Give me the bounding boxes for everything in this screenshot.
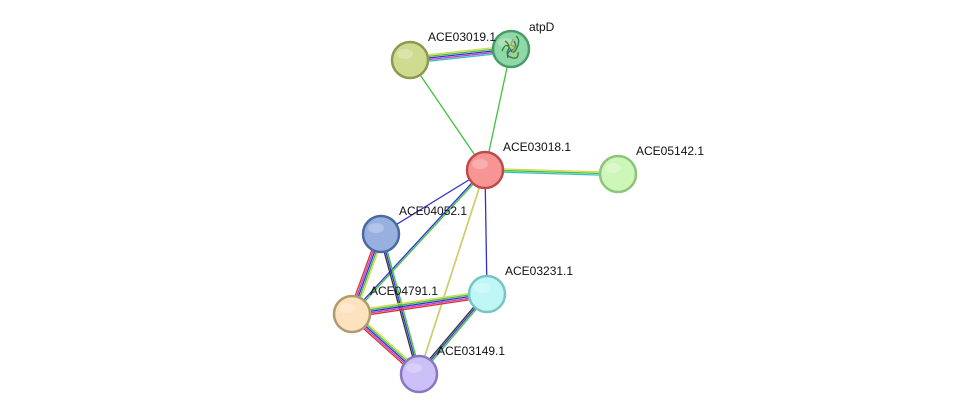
node-label: ACE05142.1: [636, 144, 704, 158]
edge-line: [380, 169, 486, 235]
node-circle[interactable]: [361, 214, 401, 254]
edge-line: [485, 167, 619, 174]
edge-ace03018-1-ace03149-1: [418, 169, 486, 375]
edge-ace03018-1-ace04052-1: [380, 169, 486, 235]
node-circle[interactable]: [332, 294, 372, 334]
edge-ace03018-1-ace05142-1: [484, 167, 619, 177]
node-highlight: [397, 49, 413, 59]
edge-ace03018-1-ace04791-1: [350, 169, 487, 315]
node-ace05142-1[interactable]: ACE05142.1: [598, 144, 704, 194]
node-label: ACE03231.1: [505, 264, 573, 278]
node-ace04791-1[interactable]: ACE04791.1: [332, 284, 438, 334]
edge-line: [484, 169, 488, 295]
node-label: ACE03018.1: [503, 140, 571, 154]
edge-line: [484, 169, 619, 175]
protein-structure-icon: [501, 35, 520, 59]
node-highlight: [474, 283, 490, 293]
node-circle[interactable]: [598, 154, 638, 194]
node-highlight: [498, 38, 514, 48]
node-circle[interactable]: [399, 354, 439, 394]
edge-line: [351, 290, 487, 312]
node-ace03019-1[interactable]: ACE03019.1: [390, 30, 496, 80]
node-ace03018-1[interactable]: ACE03018.1: [465, 140, 571, 190]
node-ace03231-1[interactable]: ACE03231.1: [467, 264, 573, 314]
node-label: ACE04052.1: [399, 204, 467, 218]
edge-ace04791-1-ace03231-1: [351, 290, 488, 318]
edge-line: [352, 170, 487, 315]
node-ace04052-1[interactable]: ACE04052.1: [361, 204, 467, 254]
node-highlight: [339, 303, 355, 313]
node-label: ACE03149.1: [437, 344, 505, 358]
structure-strand: [506, 40, 517, 59]
node-label: ACE03019.1: [428, 30, 496, 44]
edge-line: [351, 293, 488, 315]
edge-line: [484, 170, 618, 177]
edges-layer: [348, 45, 619, 377]
edge-line: [352, 296, 488, 318]
node-circle[interactable]: [467, 274, 507, 314]
edge-line: [350, 169, 485, 314]
node-highlight: [605, 163, 621, 173]
edge-line: [409, 59, 486, 171]
structure-strand: [501, 35, 520, 53]
node-label: atpD: [529, 20, 555, 34]
node-atpd[interactable]: atpD: [491, 20, 555, 69]
node-circle[interactable]: [390, 40, 430, 80]
edge-line: [418, 169, 486, 375]
node-highlight: [472, 159, 488, 169]
edge-line: [484, 48, 512, 171]
node-ace03149-1[interactable]: ACE03149.1: [399, 344, 505, 394]
node-label: ACE04791.1: [370, 284, 438, 298]
structure-strand: [510, 38, 516, 54]
node-highlight: [368, 223, 384, 233]
node-circle[interactable]: [491, 29, 531, 69]
edge-ace03018-1-ace03231-1: [484, 169, 488, 295]
edge-line: [352, 294, 488, 317]
edge-ace03019-1-ace03018-1: [409, 59, 486, 171]
edge-atpd-ace03018-1: [484, 48, 512, 171]
node-circle[interactable]: [465, 150, 505, 190]
node-highlight: [406, 363, 422, 373]
edge-line: [351, 291, 487, 314]
